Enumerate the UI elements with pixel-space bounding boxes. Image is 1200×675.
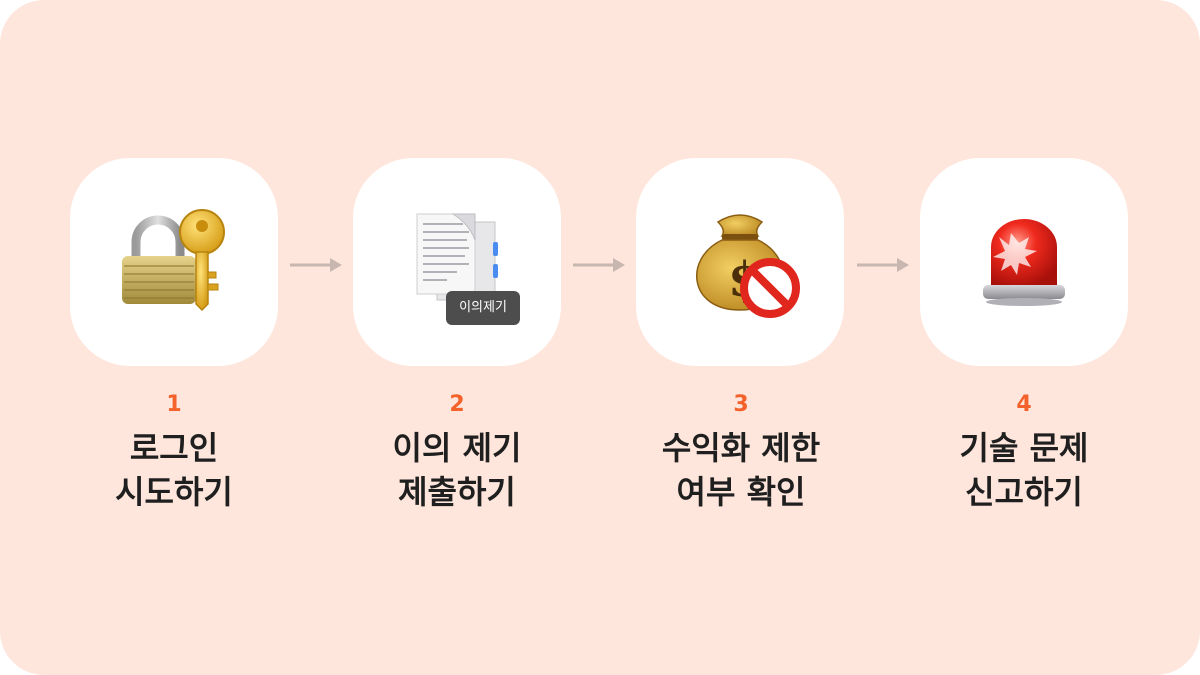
step-2-tile: 이의제기	[353, 158, 561, 366]
tooltip: 이의제기	[446, 291, 520, 325]
arrow-right-icon	[573, 258, 625, 272]
step-1-number: 1	[166, 392, 182, 417]
arrow-right-icon	[857, 258, 909, 272]
document-icon	[416, 213, 498, 301]
siren-light-icon	[983, 219, 1065, 306]
step-2-label-line2: 제출하기	[398, 473, 516, 511]
step-1-label-line2: 시도하기	[115, 473, 233, 511]
step-4-tile	[920, 158, 1128, 366]
step-3-tile: $	[636, 158, 844, 366]
step-3-label-line1: 수익화 제한	[661, 429, 821, 467]
document-icon-wrap: 이의제기	[353, 158, 561, 366]
step-1-label-line1: 로그인	[129, 429, 219, 467]
step-3-label: 수익화 제한 여부 확인	[611, 426, 871, 514]
step-4-number: 4	[1016, 392, 1032, 417]
step-2-label-line1: 이의 제기	[392, 429, 522, 467]
step-3-label-line2: 여부 확인	[676, 473, 806, 511]
step-4-label: 기술 문제 신고하기	[894, 426, 1154, 514]
lock-with-key-icon	[122, 209, 225, 312]
step-1-label: 로그인 시도하기	[44, 426, 304, 514]
step-2-label: 이의 제기 제출하기	[327, 426, 587, 514]
step-2-number: 2	[449, 392, 465, 417]
step-4-label-line2: 신고하기	[965, 473, 1083, 511]
step-3-number: 3	[733, 392, 749, 417]
step-1-tile	[70, 158, 278, 366]
step-4-label-line1: 기술 문제	[959, 429, 1089, 467]
money-bag-prohibited-icon: $	[696, 214, 800, 318]
arrow-right-icon	[290, 258, 342, 272]
